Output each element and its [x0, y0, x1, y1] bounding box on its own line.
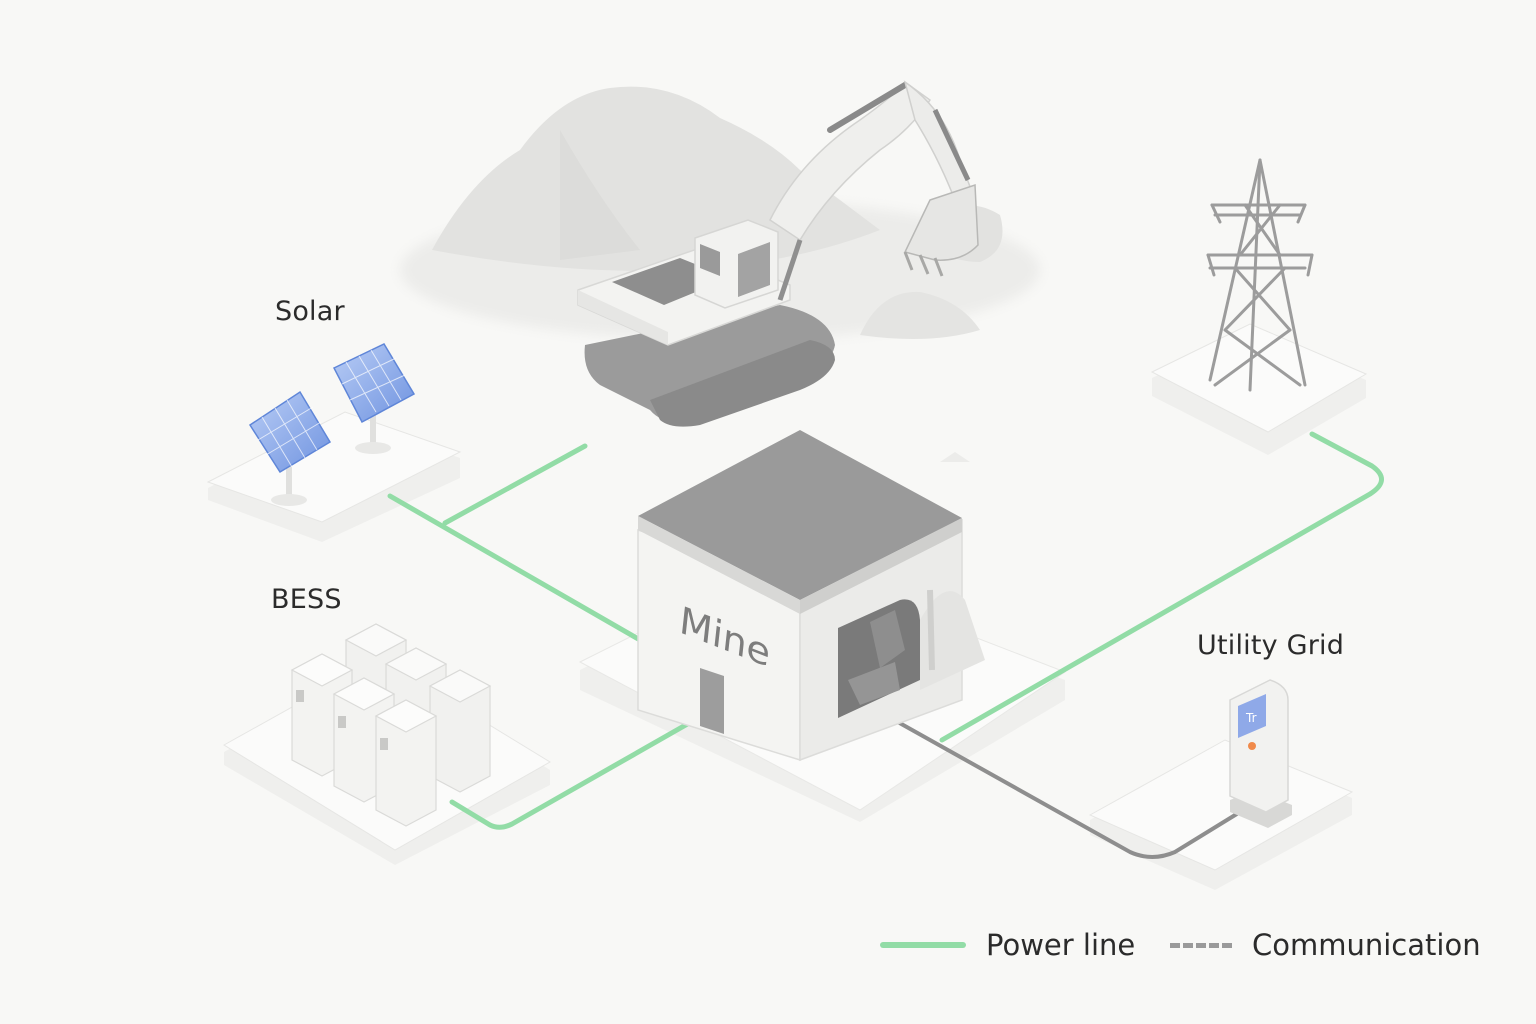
- bess-cabinets: [290, 623, 492, 827]
- solar-label: Solar: [275, 296, 345, 327]
- utility-kiosk: Tr: [1229, 679, 1292, 828]
- power-line-swatch: [880, 942, 966, 948]
- rock-pile: [432, 86, 880, 271]
- power-line-grid-mine: [939, 431, 1384, 743]
- legend-communication: Communication: [1170, 928, 1481, 962]
- solar-panel: [332, 343, 416, 454]
- mine-building: [637, 430, 985, 762]
- excavator: [577, 80, 979, 427]
- communication-line: [878, 710, 1242, 859]
- power-lines: [387, 431, 1384, 830]
- legend-power-line-label: Power line: [986, 928, 1136, 962]
- mining-site: [400, 80, 1040, 427]
- dirt-pile: [860, 291, 980, 339]
- bess-label: BESS: [271, 584, 342, 615]
- solar-panel: [248, 390, 332, 506]
- power-line-solar-mine: [387, 493, 643, 643]
- power-line-bess-mine: [449, 707, 715, 830]
- transmission-tower: [1206, 158, 1314, 392]
- mine-door: [700, 668, 724, 734]
- legend-power-line: Power line: [880, 928, 1135, 962]
- power-line-excavator-branch: [442, 443, 588, 526]
- legend-communication-label: Communication: [1252, 928, 1481, 962]
- communication-swatch: [1170, 942, 1232, 948]
- solar-panels: [248, 343, 416, 506]
- mine-roof: [638, 430, 962, 600]
- utility-grid-label: Utility Grid: [1197, 630, 1345, 661]
- svg-text:Tr: Tr: [1245, 711, 1257, 725]
